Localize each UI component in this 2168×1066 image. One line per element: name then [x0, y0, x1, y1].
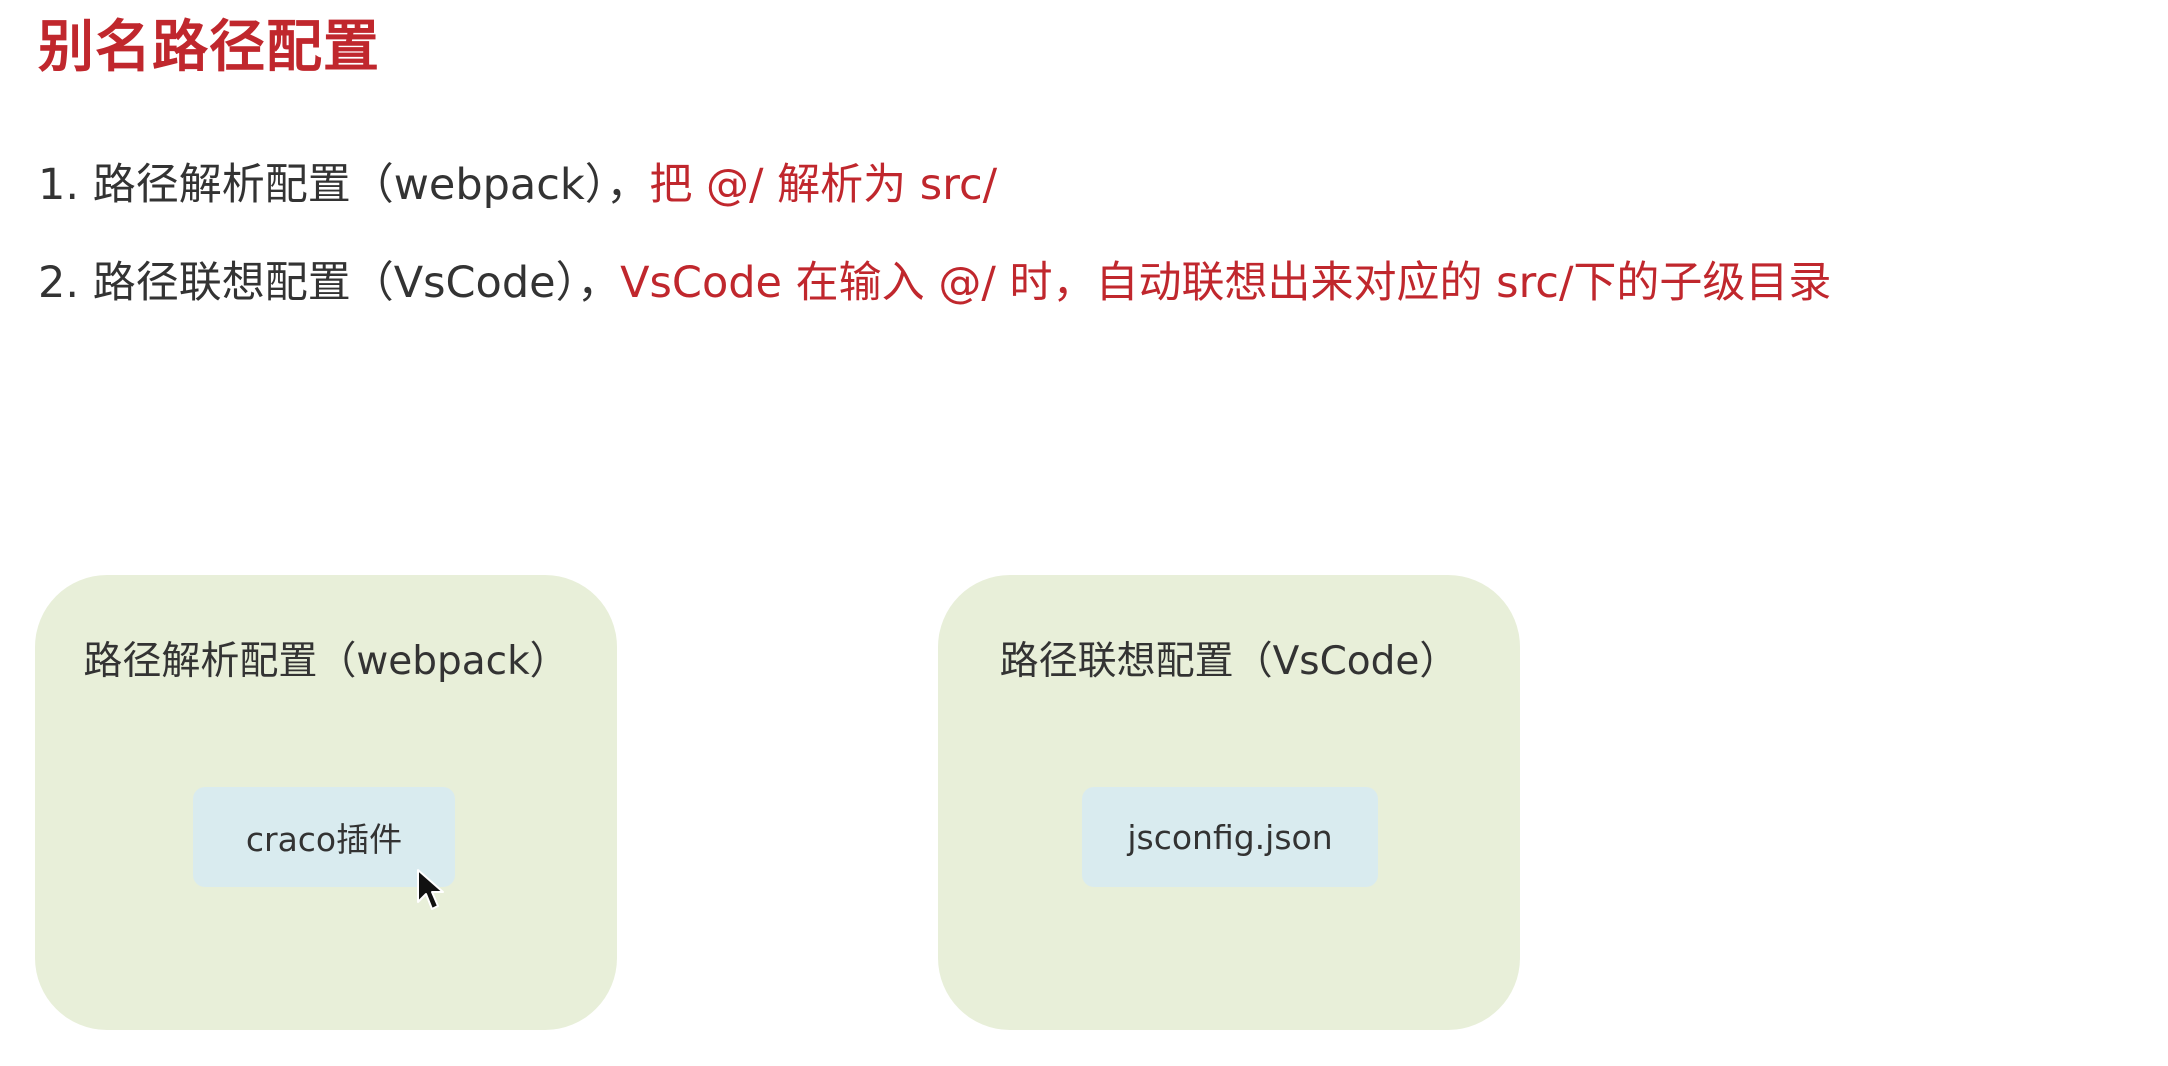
card-title: 路径联想配置（VsCode）	[999, 639, 1459, 684]
jsconfig-chip[interactable]: jsconfig.json	[1082, 787, 1378, 887]
list-item-prefix: 1. 路径解析配置（webpack），	[38, 160, 650, 210]
webpack-card: 路径解析配置（webpack） craco插件	[35, 575, 617, 1030]
list-item-highlight: 把 @/ 解析为 src/	[649, 160, 998, 210]
list-item-prefix: 2. 路径联想配置（VsCode），	[38, 258, 621, 308]
list-item: 2. 路径联想配置（VsCode），VsCode 在输入 @/ 时，自动联想出来…	[38, 248, 1831, 310]
vscode-card: 路径联想配置（VsCode） jsconfig.json	[938, 575, 1520, 1030]
craco-plugin-chip[interactable]: craco插件	[193, 787, 455, 887]
list-item: 1. 路径解析配置（webpack），把 @/ 解析为 src/	[38, 150, 997, 212]
list-item-highlight: VsCode 在输入 @/ 时，自动联想出来对应的 src/下的子级目录	[620, 258, 1832, 308]
page-title: 别名路径配置	[38, 15, 380, 80]
card-title: 路径解析配置（webpack）	[83, 639, 569, 684]
mouse-pointer-icon	[417, 869, 444, 910]
